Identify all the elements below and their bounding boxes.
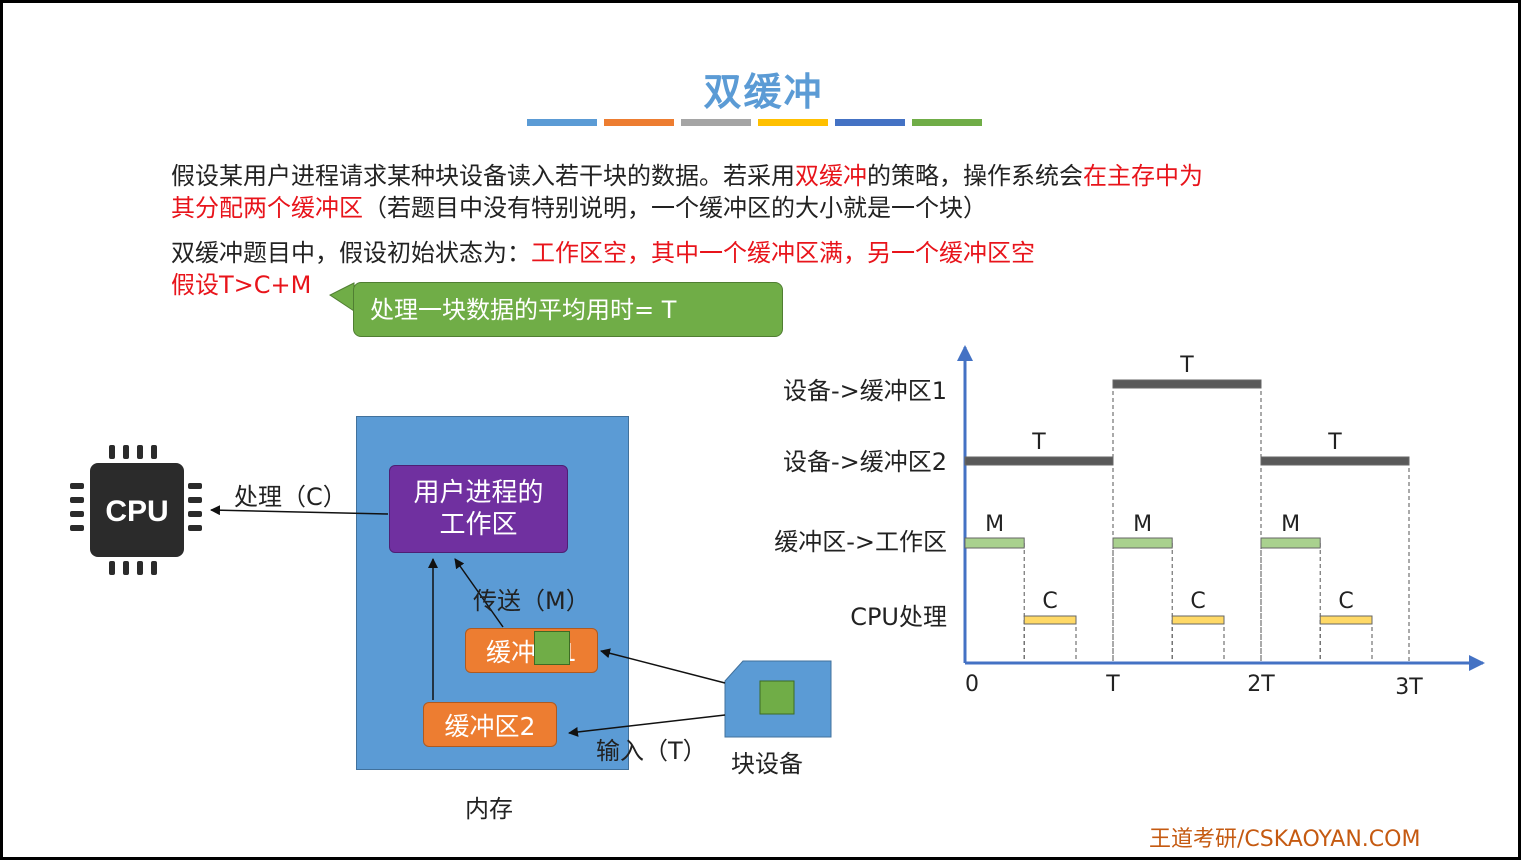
timeline-bar [1023, 615, 1077, 625]
timeline-bar [1319, 615, 1373, 625]
cpu-label: CPU [105, 495, 168, 528]
input-label: 输入（T） [596, 737, 707, 765]
text-segment: 双缓冲题目中，假设初始状态为： [171, 239, 531, 267]
tick-label: 0 [965, 672, 979, 697]
timeline-bar [1171, 615, 1225, 625]
timeline-bar [1112, 537, 1173, 549]
title-color-bar [835, 119, 905, 126]
title-color-bar [758, 119, 828, 126]
block-device-icon [724, 660, 832, 738]
bar-label: T [1179, 353, 1194, 378]
bar-label: T [1031, 430, 1046, 455]
tick-label: 3T [1395, 675, 1423, 700]
row-label: 设备->缓冲区2 [783, 448, 947, 476]
callout-box: 处理一块数据的平均用时= T [353, 282, 783, 337]
tick-label: T [1105, 672, 1120, 697]
bar-label: C [1338, 589, 1353, 614]
timeline-bar [1260, 537, 1321, 549]
process-workspace: 用户进程的 工作区 [389, 465, 568, 553]
buffer-2: 缓冲区2 [423, 702, 557, 747]
timeline-bar [1260, 456, 1410, 466]
text-segment: 假设某用户进程请求某种块设备读入若干块的数据。若采用 [171, 162, 795, 190]
bar-label: M [985, 512, 1004, 537]
bar-label: C [1190, 589, 1205, 614]
row-label: 缓冲区->工作区 [774, 528, 947, 556]
bar-label: M [1133, 512, 1152, 537]
title-color-bar [527, 119, 597, 126]
watermark: 王道考研/CSKAOYAN.COM [1149, 827, 1421, 852]
device-label: 块设备 [731, 750, 803, 778]
timeline-chart: T T T M M M C C C 设备->缓冲区1 设备->缓冲区2 缓冲区->工作区 CPU处理 0 T… [774, 345, 1485, 700]
bar-label: M [1281, 512, 1300, 537]
text-segment: 的策略，操作系统会 [867, 162, 1083, 190]
tick-label: 2T [1247, 672, 1275, 697]
row-label: 设备->缓冲区1 [783, 377, 947, 405]
process-arrow-label: 处理（C） [234, 483, 347, 511]
title-color-bar [604, 119, 674, 126]
paragraph-1-line-1: 假设某用户进程请求某种块设备读入若干块的数据。若采用双缓冲的策略，操作系统会在主… [171, 160, 1203, 192]
highlight-text: 其分配两个缓冲区 [171, 194, 363, 222]
transfer-label: 传送（M） [473, 587, 590, 615]
highlight-text: 双缓冲 [795, 162, 867, 190]
highlight-text: 在主存中为 [1083, 162, 1203, 190]
process-label-line-1: 用户进程的 [413, 478, 544, 508]
process-label-line-2: 工作区 [439, 510, 518, 540]
timeline-bar [964, 537, 1025, 549]
timeline-bar [964, 456, 1114, 466]
assumption-text: 假设T>C+M [171, 271, 312, 299]
title-color-bar [912, 119, 982, 126]
data-block [534, 631, 570, 665]
cpu-chip-icon: CPU [70, 445, 202, 575]
paragraph-1-line-2: 其分配两个缓冲区（若题目中没有特别说明，一个缓冲区的大小就是一个块） [171, 192, 987, 224]
timeline-bar [1112, 379, 1262, 389]
highlight-text: 工作区空，其中一个缓冲区满，另一个缓冲区空 [531, 239, 1035, 267]
title-color-bar [681, 119, 751, 126]
text-segment: （若题目中没有特别说明，一个缓冲区的大小就是一个块） [363, 194, 987, 222]
memory-label: 内存 [465, 795, 513, 823]
slide-title: 双缓冲 [703, 70, 824, 114]
bar-label: C [1042, 589, 1057, 614]
paragraph-2-line-1: 双缓冲题目中，假设初始状态为：工作区空，其中一个缓冲区满，另一个缓冲区空 [171, 237, 1035, 269]
bar-label: T [1327, 430, 1342, 455]
row-label: CPU处理 [850, 603, 947, 631]
